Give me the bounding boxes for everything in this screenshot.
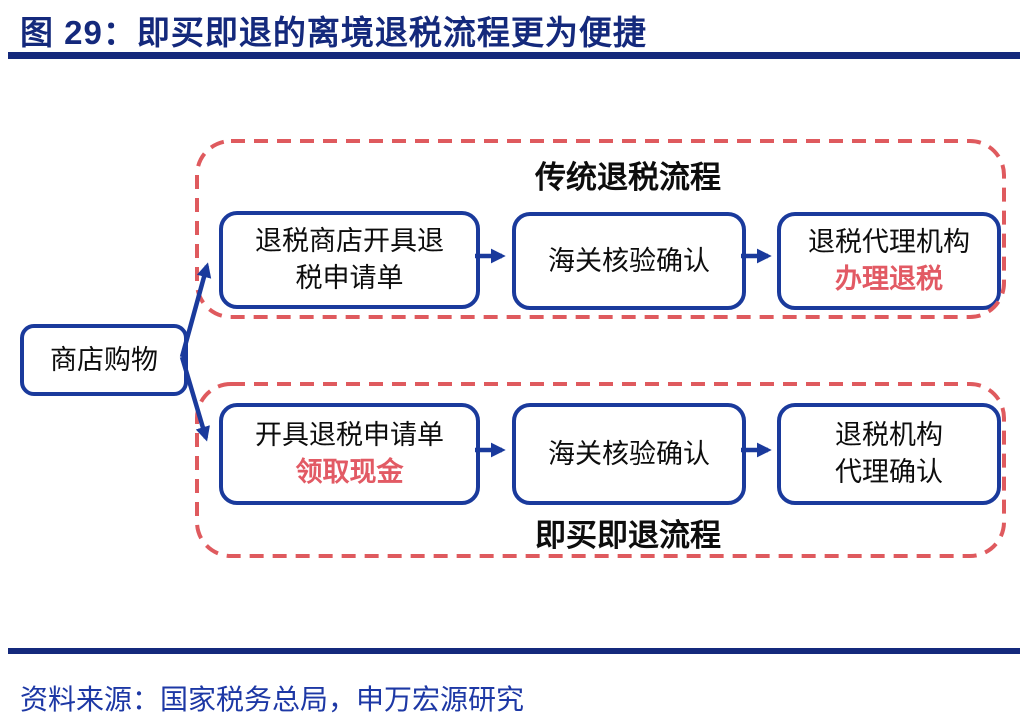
node-text-highlight: 领取现金 bbox=[295, 457, 404, 487]
node-instant-refund-agency-confirm: 退税机构 代理确认 bbox=[777, 403, 1001, 505]
title-underline-rule bbox=[8, 52, 1020, 59]
instant-process-label: 即买即退流程 bbox=[535, 518, 721, 553]
node-instant-customs-check: 海关核验确认 bbox=[512, 403, 746, 505]
node-traditional-customs-check: 海关核验确认 bbox=[512, 212, 746, 310]
node-text: 退税商店开具退 bbox=[255, 226, 444, 256]
node-text: 代理确认 bbox=[835, 457, 943, 487]
node-traditional-refund-agency: 退税代理机构 办理退税 bbox=[777, 212, 1001, 310]
node-text: 退税代理机构 bbox=[808, 227, 970, 257]
figure-title: 图 29：即买即退的离境退税流程更为便捷 bbox=[20, 14, 647, 51]
node-text: 海关核验确认 bbox=[548, 438, 710, 469]
node-instant-issue-form-cash: 开具退税申请单 领取现金 bbox=[219, 403, 480, 505]
node-text-highlight: 办理退税 bbox=[835, 264, 943, 294]
source-note: 资料来源：国家税务总局，申万宏源研究 bbox=[20, 684, 525, 715]
traditional-process-label: 传统退税流程 bbox=[535, 160, 721, 195]
node-traditional-issue-form: 退税商店开具退 税申请单 bbox=[219, 211, 480, 309]
node-text: 开具退税申请单 bbox=[255, 420, 444, 450]
node-text: 税申请单 bbox=[295, 263, 404, 293]
node-text: 退税机构 bbox=[835, 420, 943, 450]
node-shop-purchase: 商店购物 bbox=[20, 324, 188, 396]
footer-rule bbox=[8, 648, 1020, 654]
node-text: 商店购物 bbox=[50, 344, 158, 375]
node-text: 海关核验确认 bbox=[548, 245, 710, 276]
